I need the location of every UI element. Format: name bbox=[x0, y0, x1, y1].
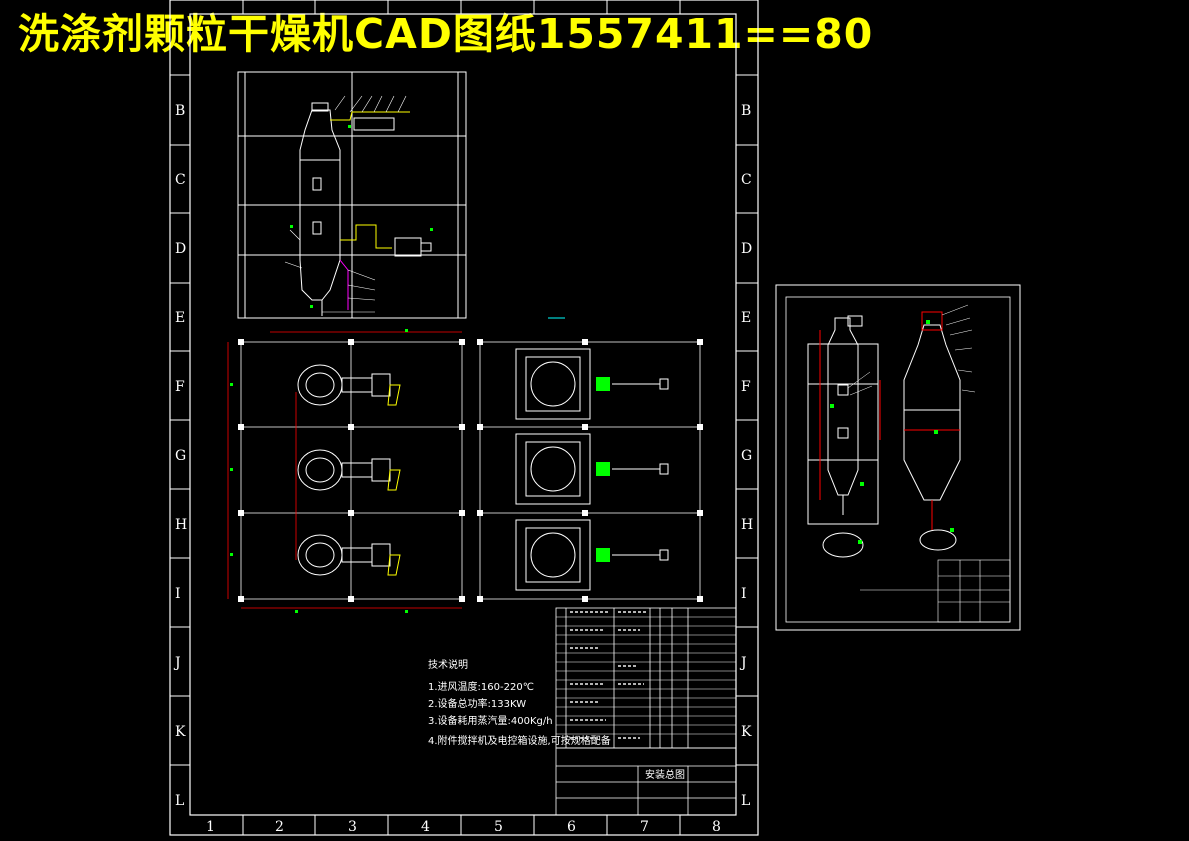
row-label: D bbox=[175, 241, 186, 257]
secondary-outer-frame bbox=[775, 284, 1021, 631]
row-label: F bbox=[175, 379, 185, 395]
row-label: D bbox=[741, 241, 752, 257]
row-labels-left: B C D E F G H I J K L bbox=[173, 103, 187, 809]
column-label: 8 bbox=[712, 819, 721, 835]
tech-notes-heading: 技术说明 bbox=[428, 658, 468, 671]
column-label: 1 bbox=[206, 819, 215, 835]
title-block-drawing-name: 安装总图 bbox=[645, 768, 685, 781]
row-label: L bbox=[175, 793, 184, 809]
elevation-view bbox=[237, 71, 467, 319]
row-label: K bbox=[741, 724, 752, 740]
row-label: L bbox=[741, 793, 750, 809]
drawing-title: 洗涤剂颗粒干燥机CAD图纸1557411==80 bbox=[18, 10, 874, 58]
inner-frame bbox=[189, 13, 737, 816]
secondary-title-block bbox=[860, 559, 1011, 623]
row-label: B bbox=[175, 103, 185, 119]
row-label: C bbox=[741, 172, 752, 188]
row-label: B bbox=[741, 103, 751, 119]
tech-note-line: 3.设备耗用蒸汽量:400Kg/h bbox=[428, 714, 553, 727]
tech-notes: 技术说明 1.进风温度:160-220℃ 2.设备总功率:133KW 3.设备耗… bbox=[428, 658, 611, 747]
secondary-inner-frame bbox=[785, 296, 1011, 623]
row-label: F bbox=[741, 379, 751, 395]
secondary-sheet bbox=[775, 284, 1021, 631]
row-label: I bbox=[175, 586, 181, 602]
row-label: E bbox=[741, 310, 751, 326]
outer-frame bbox=[169, 0, 759, 836]
row-label: H bbox=[741, 517, 753, 533]
row-label: E bbox=[175, 310, 185, 326]
row-label: J bbox=[739, 655, 747, 671]
column-label: 2 bbox=[275, 819, 284, 835]
column-label: 5 bbox=[494, 819, 503, 835]
column-label: 4 bbox=[421, 819, 430, 835]
column-label: 7 bbox=[640, 819, 649, 835]
row-label: I bbox=[741, 586, 747, 602]
row-label: K bbox=[175, 724, 186, 740]
tech-note-line: 2.设备总功率:133KW bbox=[428, 697, 526, 710]
row-labels-right: B C D E F G H I J K L bbox=[739, 103, 753, 809]
tech-note-line: 1.进风温度:160-220℃ bbox=[428, 680, 534, 693]
plan-view-right bbox=[477, 317, 703, 602]
tech-note-line: 4.附件搅拌机及电控箱设施,可按规格配备 bbox=[428, 734, 611, 747]
parts-list bbox=[555, 607, 737, 749]
plan-view-left bbox=[227, 329, 465, 613]
column-label: 6 bbox=[567, 819, 576, 835]
row-label: C bbox=[175, 172, 186, 188]
main-sheet: 1 2 3 4 5 6 7 8 B C D E F G H I J K L B … bbox=[169, 0, 759, 836]
row-label: G bbox=[175, 448, 186, 464]
row-label: J bbox=[173, 655, 181, 671]
row-label: G bbox=[741, 448, 752, 464]
column-label: 3 bbox=[348, 819, 357, 835]
title-block: 安装总图 bbox=[555, 747, 737, 816]
row-label: H bbox=[175, 517, 187, 533]
column-labels: 1 2 3 4 5 6 7 8 bbox=[206, 819, 721, 835]
